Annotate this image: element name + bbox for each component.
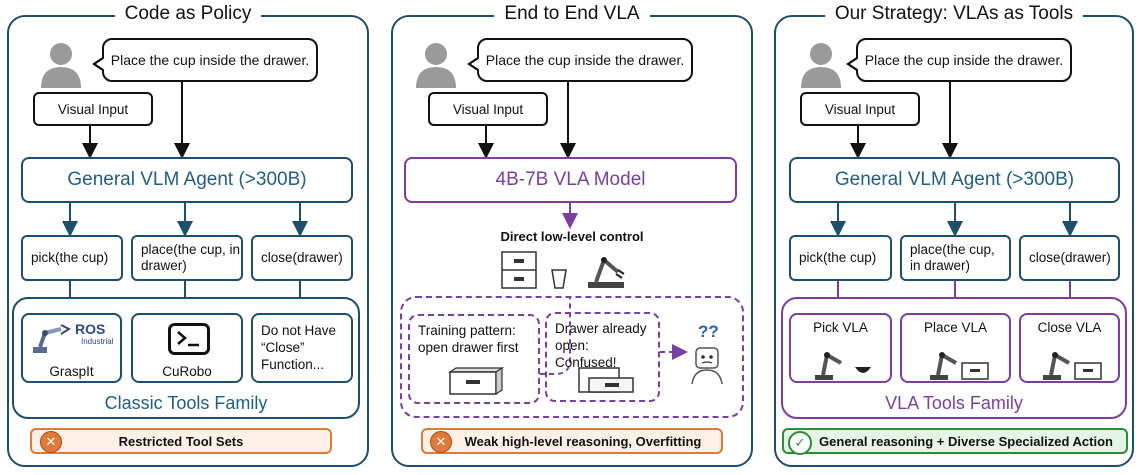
user-icon: [801, 43, 841, 88]
function-pick: pick(the cup): [789, 235, 892, 281]
function-label: close(drawer): [261, 250, 343, 265]
tool-label: CuRobo: [162, 364, 212, 379]
scenario-text: Training pattern: open drawer first: [418, 323, 519, 355]
scenario-drawer-open: Drawer already open: Confused!: [545, 312, 660, 402]
tool-place-vla: Place VLA: [900, 313, 1011, 383]
instruction-text: Place the cup inside the drawer.: [864, 52, 1064, 68]
robot-arm-icon: [33, 324, 72, 353]
x-circle-icon: ✕: [40, 431, 62, 453]
function-place: place(the cup, in drawer): [131, 235, 243, 281]
tool-label: Place VLA: [923, 320, 988, 335]
instruction-bubble: Place the cup inside the drawer.: [846, 38, 1072, 82]
instruction-bubble: Place the cup inside the drawer.: [92, 38, 318, 82]
vlm-agent-box: General VLM Agent (>300B): [21, 157, 353, 203]
panel-title: Our Strategy: VLAs as Tools: [824, 3, 1084, 24]
open-drawer-icon: [578, 367, 634, 393]
tool-close-vla: Close VLA: [1019, 313, 1120, 383]
scenario-dashed-box: [400, 296, 744, 418]
visual-input-box: Visual Input: [428, 92, 548, 126]
function-place: place(the cup, in drawer): [900, 235, 1011, 281]
bottom-verdict: Weak high-level reasoning, Overfitting: [421, 428, 723, 454]
agent-label: 4B-7B VLA Model: [495, 169, 646, 190]
x-circle-icon: ✕: [430, 431, 452, 453]
check-circle-icon: ✓: [788, 431, 812, 455]
verdict-text: Restricted Tool Sets: [118, 433, 244, 449]
bottom-verdict: Restricted Tool Sets: [30, 428, 332, 454]
function-close: close(drawer): [1019, 235, 1120, 281]
robot-arm-icon: [588, 257, 625, 288]
robot-arm-drawer-icon: [930, 352, 989, 380]
function-label: place(the cup, in drawer): [141, 242, 241, 273]
panel-vlas-as-tools: Our Strategy: VLAs as Tools: [774, 3, 1134, 467]
closed-drawer-icon: [448, 366, 504, 396]
scenario-training-pattern: Training pattern: open drawer first: [408, 314, 540, 404]
visual-input-label: Visual Input: [824, 101, 896, 117]
confused-robot-icon: [691, 347, 723, 385]
user-icon: [41, 43, 81, 88]
visual-input-label: Visual Input: [57, 101, 129, 117]
ros-logo-sub: Industrial: [81, 337, 114, 346]
panel-title: End to End VLA: [494, 3, 650, 24]
panel-code-as-policy: Code as Policy: [7, 3, 369, 467]
control-illustration: [501, 251, 625, 289]
tool-label: Do not Have “Close” Function...: [261, 323, 337, 372]
instruction-bubble: Place the cup inside the drawer.: [467, 38, 693, 82]
function-label: pick(the cup): [799, 250, 877, 265]
family-label: VLA Tools Family: [885, 393, 1023, 413]
tool-pick-vla: Pick VLA: [789, 313, 892, 383]
agent-label: General VLM Agent (>300B): [834, 169, 1075, 190]
scenario-text: Drawer already open: Confused!: [555, 321, 647, 370]
verdict-text: Weak high-level reasoning, Overfitting: [464, 433, 702, 449]
function-pick: pick(the cup): [21, 235, 123, 281]
tool-label: GraspIt: [49, 364, 94, 379]
function-label: pick(the cup): [31, 250, 109, 265]
function-close: close(drawer): [251, 235, 353, 281]
vlm-agent-box: General VLM Agent (>300B): [789, 157, 1120, 203]
tool-missing-close: Do not Have “Close” Function...: [251, 313, 353, 383]
ros-logo: ROS: [75, 321, 106, 337]
terminal-icon: [168, 323, 210, 355]
panel-title: Code as Policy: [114, 3, 262, 24]
bottom-verdict: General reasoning + Diverse Specialized …: [782, 428, 1128, 454]
robot-arm-bowl-icon: [815, 352, 871, 380]
agent-label: General VLM Agent (>300B): [67, 169, 307, 190]
instruction-text: Place the cup inside the drawer.: [110, 52, 310, 68]
tool-label: Close VLA: [1037, 320, 1102, 335]
instruction-text: Place the cup inside the drawer.: [485, 52, 685, 68]
family-label: Classic Tools Family: [104, 393, 268, 413]
tool-label: Pick VLA: [813, 320, 868, 335]
visual-input-box: Visual Input: [33, 92, 153, 126]
verdict-text: General reasoning + Diverse Specialized …: [819, 433, 1113, 449]
panel-end-to-end-vla: End to End VLA: [391, 3, 753, 467]
visual-input-label: Visual Input: [452, 101, 524, 117]
user-icon: [416, 43, 456, 88]
vla-model-box: 4B-7B VLA Model: [404, 157, 737, 203]
drawer-icon: [501, 251, 537, 289]
visual-input-box: Visual Input: [800, 92, 920, 126]
cup-icon: [551, 269, 567, 289]
robot-arm-drawer-icon: [1043, 352, 1102, 380]
tool-curobo: CuRobo: [131, 313, 243, 383]
function-label: place(the cup, in drawer): [910, 242, 995, 273]
question-marks: ??: [698, 322, 719, 341]
tool-graspit: ROS Industrial GraspIt: [21, 313, 122, 383]
control-label: Direct low-level control: [500, 229, 644, 244]
function-label: close(drawer): [1029, 250, 1111, 265]
